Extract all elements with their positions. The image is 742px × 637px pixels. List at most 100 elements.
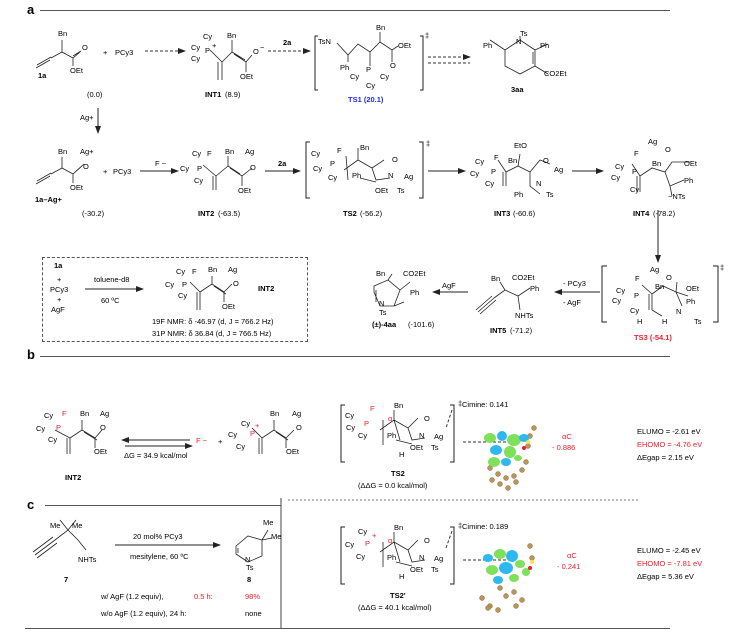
atom: Ph [483,41,493,50]
bottom-rule [25,628,670,629]
ts3-label: TS3 (-54.1) [634,333,672,342]
atom: OEt [238,186,251,195]
atom-p-red: P [364,419,370,428]
atom: Cy [236,442,246,451]
structure-ts3 [601,265,719,323]
energy-1a-ag: (-30.2) [82,209,105,218]
atom: O [392,155,398,164]
atom: Ph [340,63,350,72]
atom: Cy [44,411,54,420]
atom-f-red: F [62,409,67,418]
atom: Bn [208,265,218,274]
atom: P [491,167,497,176]
atom: O [250,163,256,172]
atom: Bn [58,29,68,38]
atom: Cy [358,431,368,440]
atom: OEt [686,284,699,293]
atom: Cy [191,43,201,52]
atom: Bn [376,269,386,278]
atom: EtO [514,141,527,150]
agf-label: AgF [442,281,456,290]
alpha-c-label: αC [567,551,577,560]
charge-red: + [255,421,260,430]
atom: Ph [387,431,397,440]
panel-a-rule [40,10,670,11]
ts1-label: TS1 (20.1) [348,95,384,104]
structure-cation-b [251,420,295,454]
atom: Cy [203,32,213,41]
atom: Cy [345,540,355,549]
atom: O [253,47,259,56]
atom: O [82,43,88,52]
atom: N [419,553,425,562]
e-lumo-ts2p: ELUMO = -2.45 eV [637,546,701,555]
pcy3: PCy3 [113,167,132,176]
charge: − [260,43,265,52]
atom: Cy [328,173,338,182]
ts2-b-label: TS2 [391,469,405,478]
atom: Cy [194,176,204,185]
atom: Cy [350,72,360,81]
atom: Bn [58,147,68,156]
ts2p-ddg: (ΔΔG = 40.1 kcal/mol) [358,603,432,612]
conditions-solvent: mesitylene, 60 ºC [130,552,189,561]
structure-int2-box [189,276,233,310]
reagent-2a: 2a [283,38,292,47]
atom: F [192,267,197,276]
box-reagent-agf: AgF [51,305,65,314]
atom: Cy [313,164,323,173]
dagger: ‡ [458,521,463,530]
structure-1a [35,40,82,69]
atom: OEt [70,183,83,192]
ag-plus-label: Ag+ [80,113,94,122]
atom: Ts [431,443,439,452]
c-imine-pointer-2 [445,530,453,549]
atom: Ts [397,186,405,195]
ts2-label: TS2 [343,209,357,218]
atom: N [536,179,542,188]
int3-energy: (-60.6) [513,209,536,218]
int2-b-label: INT2 [65,473,82,482]
atom: Cy [180,164,190,173]
structure-7 [32,519,87,559]
atom: F [635,274,640,283]
atom: Ag [404,172,414,181]
atom: Cy [36,424,46,433]
c-imine-pointer [445,409,453,429]
panel-label-a: a [27,2,35,17]
atom: N [379,299,385,308]
result-condition-without-agf: w/o AgF (1.2 equiv), 24 h: [101,609,187,618]
atom: Bn [508,156,518,165]
atom: OEt [286,447,299,456]
box-reagent-1a: 1a [54,261,63,270]
atom: CO2Et [403,269,426,278]
structure-int3 [497,153,551,195]
int3-label: INT3 [494,209,511,218]
structure-int4 [631,161,690,197]
e-lumo-ts2: ELUMO = -2.61 eV [637,427,701,436]
e-gap-ts2p: ΔEgap = 5.36 eV [637,572,694,581]
atom: Ts [379,308,387,317]
structure-ts2-a [305,141,424,199]
nmr-19f: 19F NMR: δ -46.97 (d, J = 766.2 Hz) [152,317,274,326]
atom: O [543,156,549,165]
atom: Bn [80,409,90,418]
atom: P [197,164,203,173]
atom: Bn [652,159,662,168]
atom: O [666,273,672,282]
plus: + [103,167,108,176]
atom: Bn [270,409,280,418]
atom: Cy [346,423,356,432]
ts2-b-ddg: (ΔΔG = 0.0 kcal/mol) [358,481,428,490]
homo-lobes [483,549,530,584]
atom: O [233,279,239,288]
atom: CO2Et [544,69,567,78]
atoms-ball-stick [487,425,537,491]
atom: H [637,317,643,326]
panel-label-c: c [27,497,35,512]
atom: TsN [318,37,331,46]
atom: Cy [176,267,186,276]
atom: O [296,423,302,432]
product-4aa-label: (±)-4aa [372,320,397,329]
dagger: ‡ [720,263,725,272]
